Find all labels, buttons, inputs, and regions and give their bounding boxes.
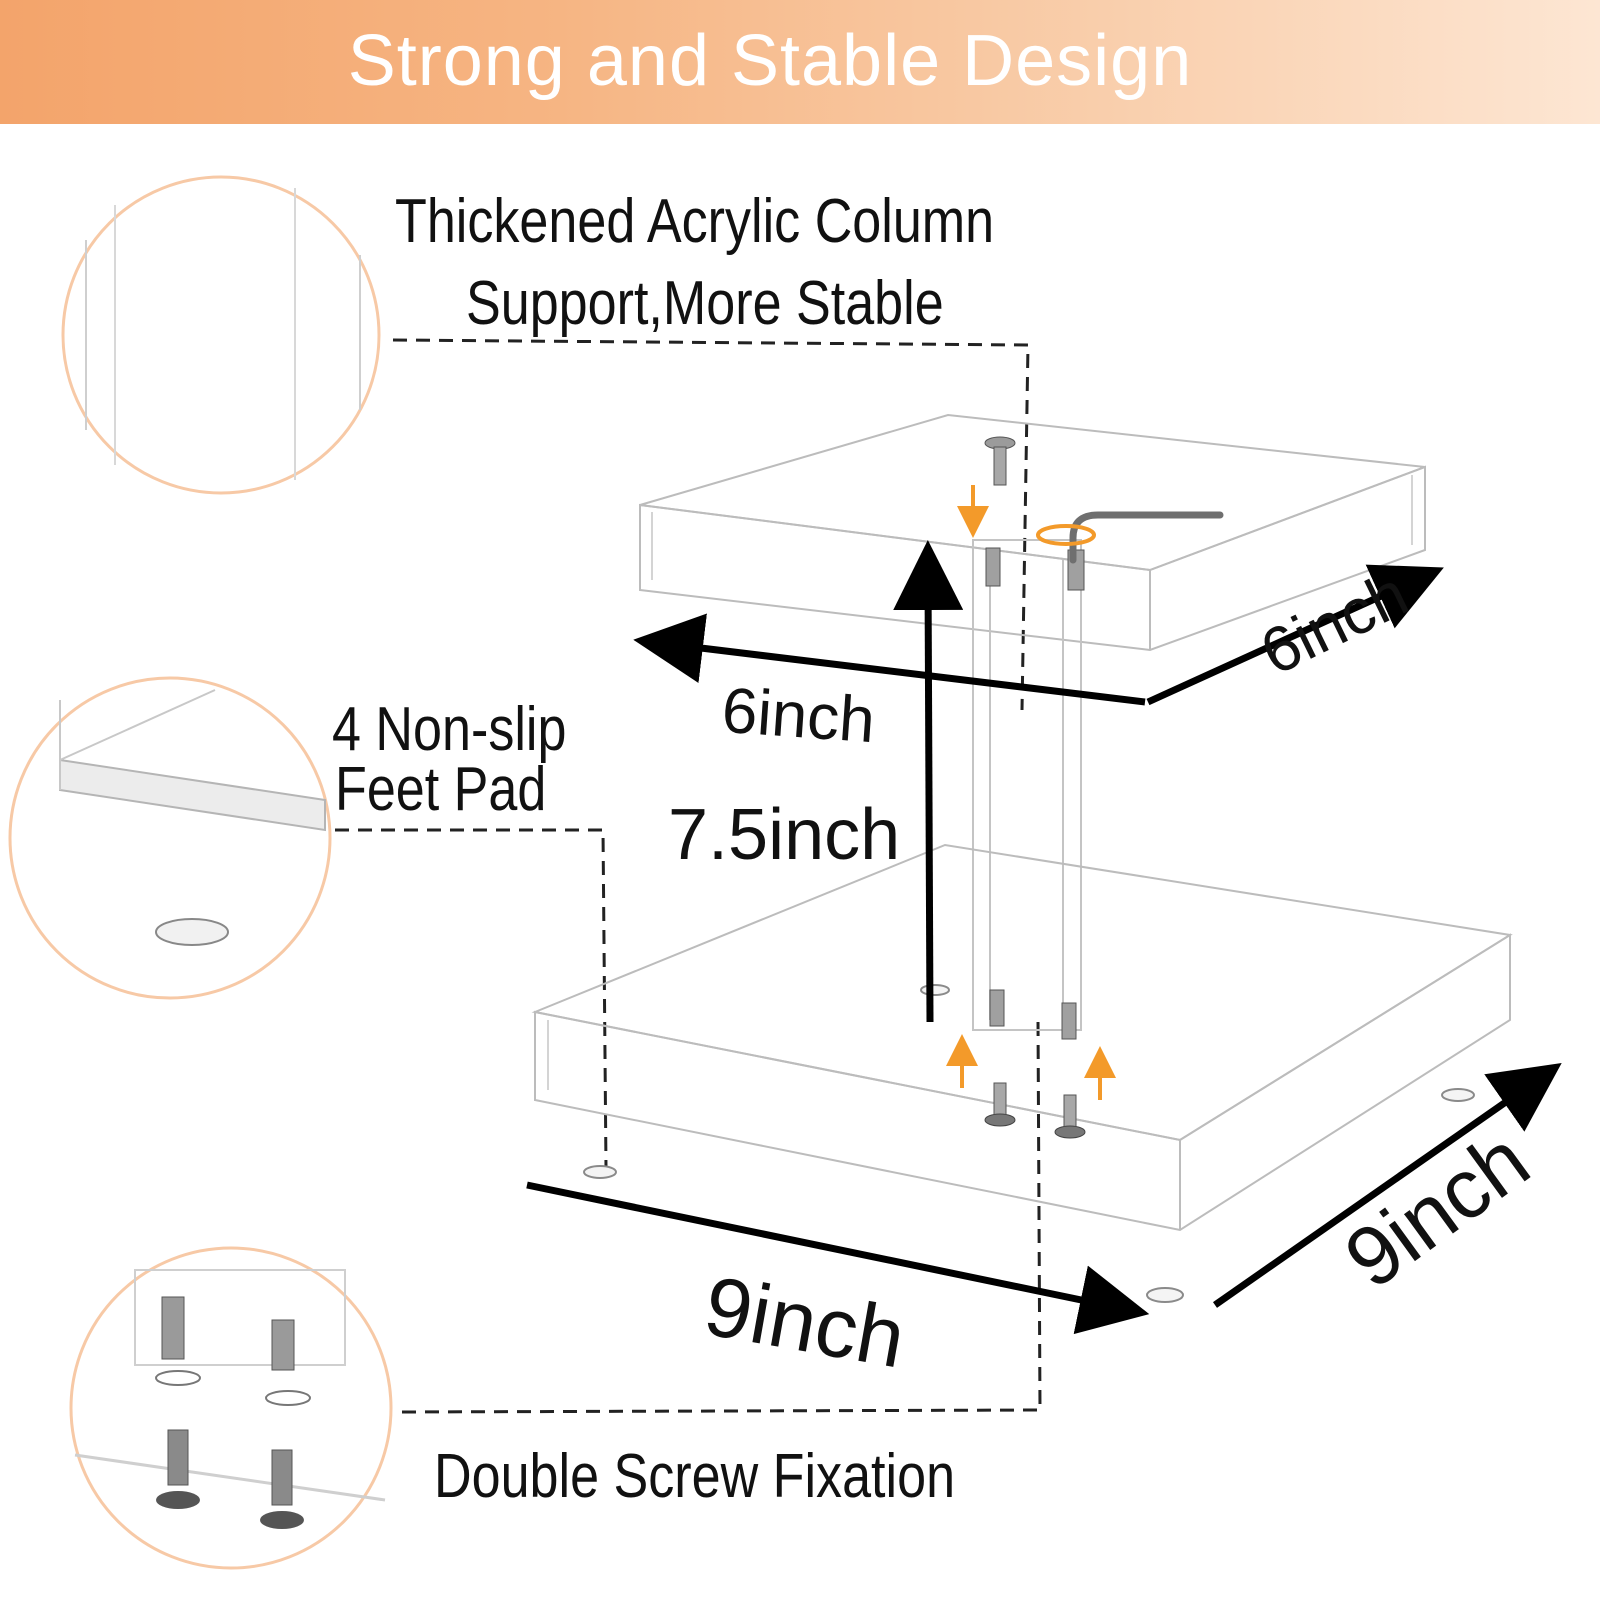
feet-pad-detail-circle xyxy=(8,676,332,1000)
feet-pad-icon xyxy=(583,1165,617,1179)
screw-icon xyxy=(985,547,1001,587)
base-tray xyxy=(531,843,1513,1232)
column-callout-line1: Thickened Acrylic Column xyxy=(395,187,995,256)
feet-callout-line2: Feet Pad xyxy=(335,755,547,824)
top-tray xyxy=(639,413,1426,652)
leader-lines xyxy=(335,338,1042,1414)
feet-pad-icon xyxy=(1441,1088,1475,1102)
screw-detail-circle xyxy=(69,1246,393,1570)
top-width-arrow xyxy=(633,613,1146,706)
screw-icon xyxy=(984,1082,1016,1127)
screw-icon xyxy=(989,989,1005,1027)
feet-pad-icon xyxy=(1146,1287,1184,1303)
acrylic-column xyxy=(972,539,1082,1031)
feet-callout-line1: 4 Non-slip xyxy=(332,695,567,764)
banner-title: Strong and Stable Design xyxy=(347,21,1193,101)
feet-pad-icon xyxy=(155,918,229,946)
base-width-arrow xyxy=(526,1181,1150,1335)
screw-callout: Double Screw Fixation xyxy=(434,1442,956,1511)
base-depth-arrow xyxy=(1212,1062,1562,1308)
feet-pads xyxy=(583,984,1475,1303)
screw-icon xyxy=(1061,1002,1077,1040)
height-arrow xyxy=(893,540,964,1023)
title-banner: Strong and Stable Design xyxy=(0,0,1600,124)
screw-icon xyxy=(1054,1094,1086,1139)
rotate-icon xyxy=(1036,524,1096,546)
height-label: 7.5inch xyxy=(668,795,901,875)
column-detail-circle xyxy=(61,175,381,495)
dimension-arrows xyxy=(526,540,1562,1335)
screws-group xyxy=(984,436,1086,1139)
screw-leader-line xyxy=(401,1019,1042,1414)
top-width-label: 6inch xyxy=(719,673,878,757)
top-depth-arrow xyxy=(1146,564,1444,706)
feet-leader-line xyxy=(335,828,608,1169)
column-callout-line2: Support,More Stable xyxy=(466,269,944,338)
feet-pad-icon xyxy=(920,984,950,996)
assembly-arrows xyxy=(946,485,1116,1100)
column-leader-line xyxy=(392,338,1030,711)
screw-icon xyxy=(984,436,1016,486)
hex-key-icon xyxy=(1069,511,1224,564)
